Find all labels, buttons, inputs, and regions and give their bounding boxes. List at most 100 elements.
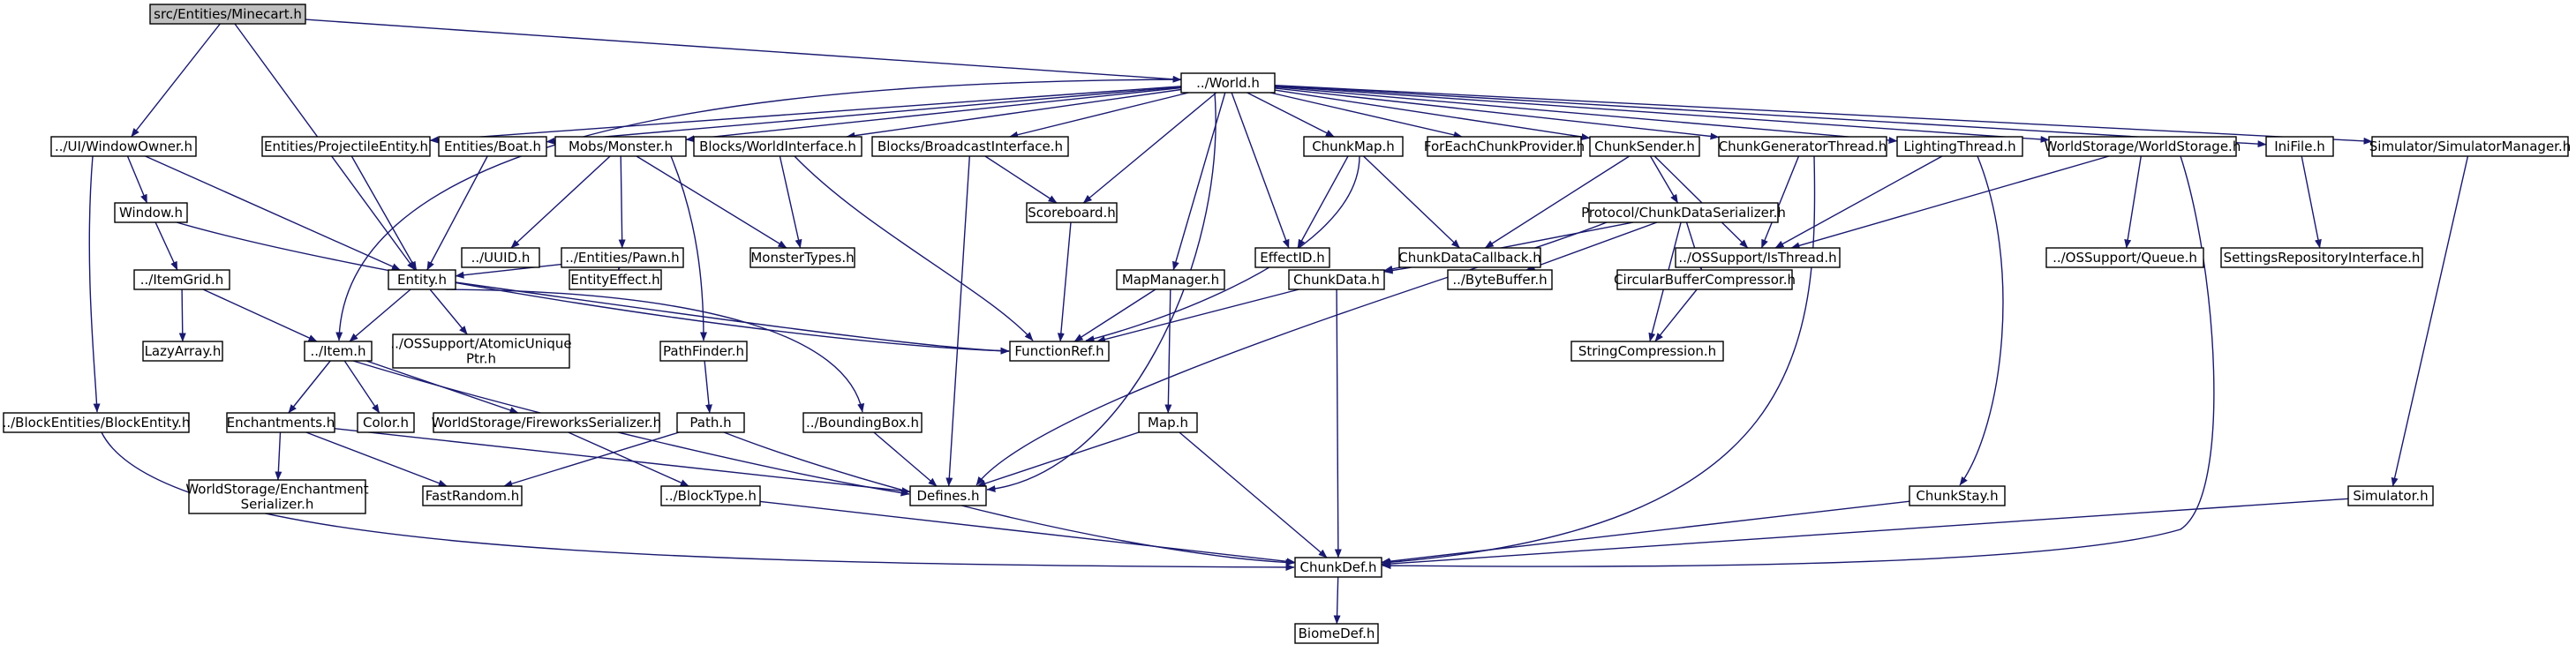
node-minecart[interactable]: src/Entities/Minecart.h bbox=[149, 4, 306, 25]
edge-monster-to-pawn bbox=[618, 155, 626, 249]
node-uuid[interactable]: ../UUID.h bbox=[461, 247, 540, 268]
node-box bbox=[433, 412, 660, 433]
node-label: FunctionRef.h bbox=[1014, 343, 1103, 359]
node-chunksender[interactable]: ChunkSender.h bbox=[1589, 136, 1700, 157]
node-label: LightingThread.h bbox=[1903, 139, 2015, 154]
edge-world-to-monster bbox=[685, 86, 1182, 143]
edge-minecart-to-world bbox=[305, 19, 1182, 83]
node-settingsrepo[interactable]: SettingsRepositoryInterface.h bbox=[2220, 247, 2423, 268]
node-chunkmap[interactable]: ChunkMap.h bbox=[1303, 136, 1404, 157]
node-item[interactable]: ../Item.h bbox=[304, 341, 373, 362]
node-box bbox=[1009, 341, 1110, 362]
node-lighting[interactable]: LightingThread.h bbox=[1896, 136, 2023, 157]
node-stringcomp[interactable]: StringCompression.h bbox=[1570, 341, 1724, 362]
node-fastrandom[interactable]: FastRandom.h bbox=[422, 485, 523, 506]
node-broadcast[interactable]: Blocks/BroadcastInterface.h bbox=[871, 136, 1069, 157]
edge-blocktype-to-chunkdef bbox=[759, 500, 1296, 566]
node-box bbox=[1180, 72, 1276, 94]
node-inifile[interactable]: IniFile.h bbox=[2265, 136, 2334, 157]
node-window[interactable]: Window.h bbox=[114, 202, 188, 223]
node-box bbox=[1288, 269, 1385, 290]
node-color[interactable]: Color.h bbox=[357, 412, 415, 433]
edge-entity-to-functionref bbox=[455, 281, 1010, 355]
node-enchantments[interactable]: Enchantments.h bbox=[226, 412, 335, 433]
edge-map-to-defines bbox=[976, 431, 1140, 487]
edge-scoreboard-to-functionref bbox=[1057, 221, 1072, 342]
node-box bbox=[188, 479, 366, 514]
edge-windowowner-to-entity bbox=[145, 155, 401, 271]
node-box bbox=[1909, 485, 2006, 506]
node-functionref[interactable]: FunctionRef.h bbox=[1009, 341, 1110, 362]
node-label: WorldStorage/WorldStorage.h bbox=[2045, 139, 2241, 154]
node-box bbox=[1427, 136, 1582, 157]
edge-pawn-to-entity bbox=[455, 263, 562, 279]
node-map[interactable]: Map.h bbox=[1138, 412, 1198, 433]
node-box bbox=[114, 202, 188, 223]
node-chunkdef[interactable]: ChunkDef.h bbox=[1294, 557, 1382, 578]
node-pathfinder[interactable]: PathFinder.h bbox=[659, 341, 748, 362]
node-chunkdatacb[interactable]: ChunkDataCallback.h bbox=[1398, 247, 1541, 268]
node-layer: src/Entities/Minecart.h ../World.h ../UI/W… bbox=[3, 4, 2572, 644]
node-simulator[interactable]: Simulator.h bbox=[2347, 485, 2434, 506]
node-label: Ptr.h bbox=[466, 351, 496, 367]
node-monstertypes[interactable]: MonsterTypes.h bbox=[749, 247, 855, 268]
node-chunkstay[interactable]: ChunkStay.h bbox=[1909, 485, 2006, 506]
node-chunkgen[interactable]: ChunkGeneratorThread.h bbox=[1718, 136, 1887, 157]
node-box bbox=[1398, 247, 1541, 268]
node-circbuf[interactable]: CircularBufferCompressor.h bbox=[1614, 269, 1796, 290]
node-simmanager[interactable]: Simulator/SimulatorManager.h bbox=[2369, 136, 2572, 157]
edge-chunkmap-to-chunkdatacb bbox=[1363, 155, 1460, 249]
node-effectid[interactable]: EffectID.h bbox=[1254, 247, 1330, 268]
node-fireworks[interactable]: WorldStorage/FireworksSerializer.h bbox=[432, 412, 661, 433]
node-blocktype[interactable]: ../BlockType.h bbox=[660, 485, 761, 506]
node-boundingbox[interactable]: ../BoundingBox.h bbox=[802, 412, 923, 433]
node-label: ../BoundingBox.h bbox=[806, 415, 919, 431]
node-blockentity[interactable]: ../BlockEntities/BlockEntity.h bbox=[3, 412, 191, 433]
node-label: Serializer.h bbox=[241, 497, 314, 513]
node-lazyarray[interactable]: LazyArray.h bbox=[142, 341, 223, 362]
node-biomedef[interactable]: BiomeDef.h bbox=[1294, 623, 1379, 644]
node-worldstorage[interactable]: WorldStorage/WorldStorage.h bbox=[2045, 136, 2241, 157]
edge-minecart-to-windowowner bbox=[131, 23, 221, 138]
node-worldinterface[interactable]: Blocks/WorldInterface.h bbox=[693, 136, 862, 157]
node-monster[interactable]: Mobs/Monster.h bbox=[554, 136, 687, 157]
node-isthread[interactable]: ../OSSupport/IsThread.h bbox=[1675, 247, 1841, 268]
node-world[interactable]: ../World.h bbox=[1180, 72, 1276, 94]
node-pawn[interactable]: ../Entities/Pawn.h bbox=[561, 247, 684, 268]
node-defines[interactable]: Defines.h bbox=[909, 485, 987, 506]
node-label: ../OSSupport/Queue.h bbox=[2053, 250, 2197, 266]
edge-chunkgen-to-chunkdef bbox=[1382, 155, 1816, 566]
node-label: Map.h bbox=[1148, 415, 1188, 431]
node-bytebuffer[interactable]: ../ByteBuffer.h bbox=[1447, 269, 1553, 290]
node-windowowner[interactable]: ../UI/WindowOwner.h bbox=[50, 136, 197, 157]
node-protocolser[interactable]: Protocol/ChunkDataSerializer.h bbox=[1581, 202, 1786, 223]
node-scoreboard[interactable]: Scoreboard.h bbox=[1026, 202, 1118, 223]
node-queue[interactable]: ../OSSupport/Queue.h bbox=[2045, 247, 2204, 268]
node-itemgrid[interactable]: ../ItemGrid.h bbox=[133, 269, 230, 290]
edge-worldstorage-to-queue bbox=[2124, 155, 2142, 249]
node-box bbox=[1588, 202, 1779, 223]
node-box bbox=[1138, 412, 1198, 433]
node-entityeffect[interactable]: EntityEffect.h bbox=[569, 269, 662, 290]
edge-path-to-chunkdef bbox=[723, 431, 1295, 566]
node-label: Blocks/WorldInterface.h bbox=[699, 139, 856, 154]
node-entity[interactable]: Entity.h bbox=[388, 269, 456, 290]
node-label: ../ByteBuffer.h bbox=[1452, 272, 1547, 288]
edge-monster-to-uuid bbox=[510, 155, 611, 249]
node-box bbox=[1675, 247, 1841, 268]
node-boat[interactable]: Entities/Boat.h bbox=[438, 136, 547, 157]
node-label: ChunkData.h bbox=[1293, 272, 1380, 288]
node-mapmanager[interactable]: MapManager.h bbox=[1116, 269, 1225, 290]
edge-monster-to-monstertypes bbox=[636, 155, 787, 249]
node-box bbox=[1570, 341, 1724, 362]
node-chunkdata[interactable]: ChunkData.h bbox=[1288, 269, 1385, 290]
edge-world-to-worldinterface bbox=[846, 88, 1182, 139]
node-box bbox=[1718, 136, 1887, 157]
edge-entity-to-boundingbox bbox=[445, 289, 865, 413]
node-projectile[interactable]: Entities/ProjectileEntity.h bbox=[261, 136, 431, 157]
node-foreachchunk[interactable]: ForEachChunkProvider.h bbox=[1424, 136, 1585, 157]
node-path[interactable]: Path.h bbox=[676, 412, 745, 433]
